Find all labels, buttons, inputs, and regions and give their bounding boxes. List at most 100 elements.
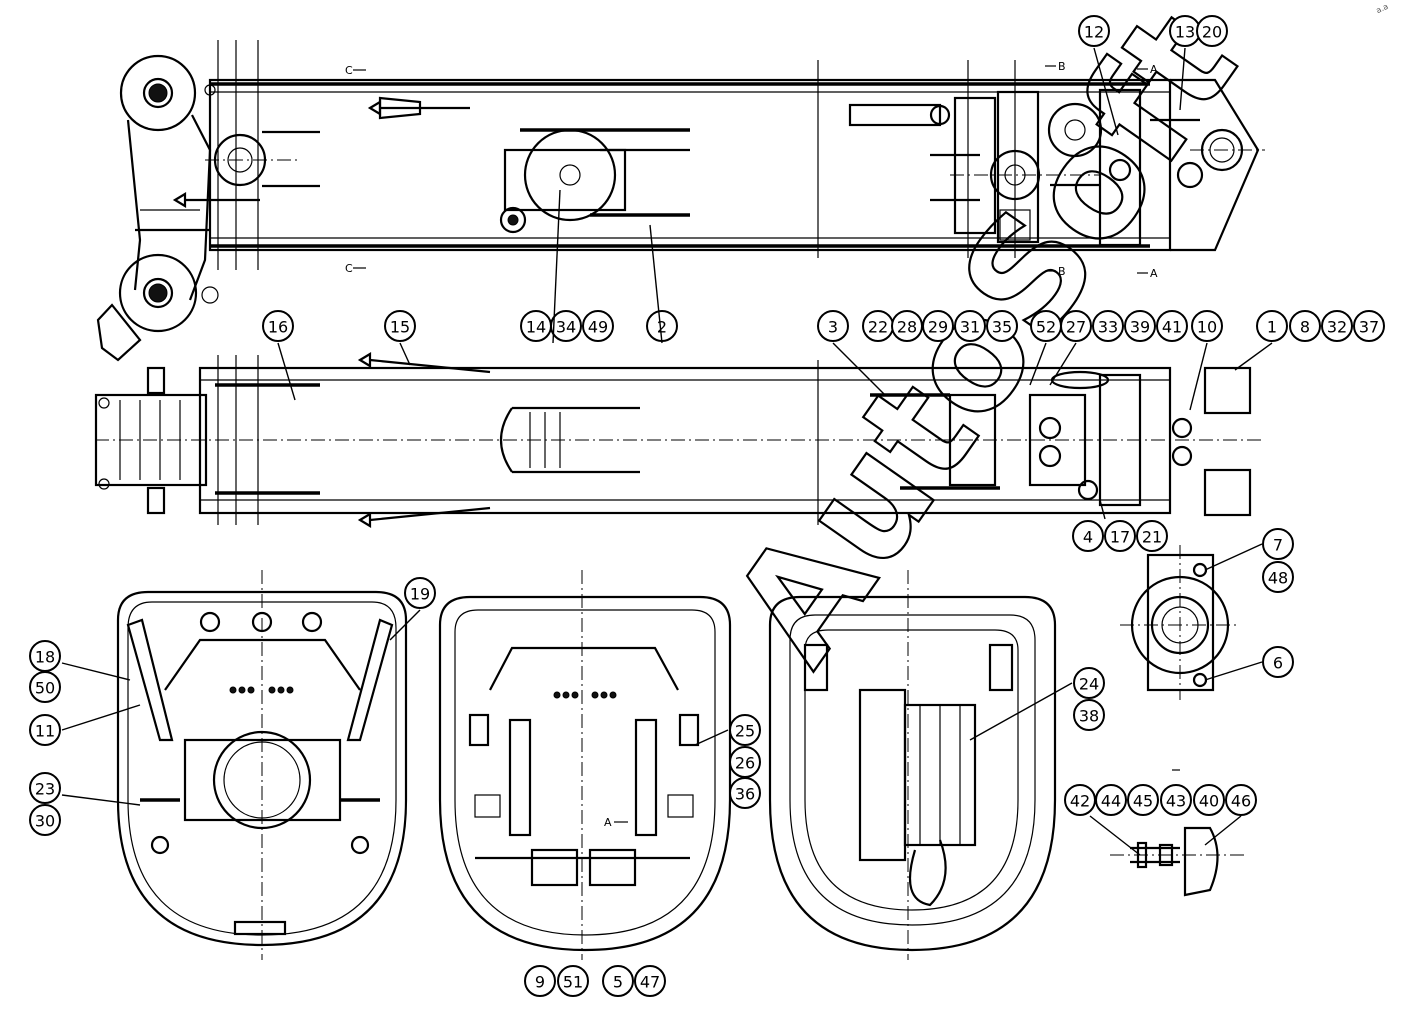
- callout-circle: [29, 671, 61, 703]
- callout-number: 14: [526, 318, 546, 337]
- callout-15: 15: [384, 310, 416, 342]
- callout-number: 10: [1197, 318, 1217, 337]
- section-view-a: [768, 570, 1057, 960]
- callout-circle: [1256, 310, 1288, 342]
- leader-lines: [61, 47, 1273, 856]
- callout-20: 20: [1196, 15, 1228, 47]
- callout-number: 20: [1202, 23, 1222, 42]
- callout-number: 27: [1066, 318, 1086, 337]
- leader-line: [61, 662, 131, 681]
- callout-14: 14: [520, 310, 552, 342]
- callout-9: 9: [524, 965, 556, 997]
- callout-circle: [1060, 310, 1092, 342]
- callout-48: 48: [1262, 561, 1294, 593]
- callout-52: 52: [1030, 310, 1062, 342]
- callout-number: 12: [1084, 23, 1104, 42]
- callout-41: 41: [1156, 310, 1188, 342]
- callout-49: 49: [582, 310, 614, 342]
- leader-line: [1049, 342, 1077, 386]
- leader-line: [969, 682, 1073, 741]
- leader-line: [832, 342, 886, 396]
- callout-23: 23: [29, 772, 61, 804]
- callout-number: 33: [1098, 318, 1118, 337]
- callout-circle: [1104, 520, 1136, 552]
- callout-circle: [602, 965, 634, 997]
- callout-45: 45: [1127, 784, 1159, 816]
- callout-31: 31: [954, 310, 986, 342]
- callout-number: 5: [613, 973, 623, 992]
- section-view-b: A: [438, 570, 732, 960]
- callout-40: 40: [1193, 784, 1225, 816]
- callout-circle: [1127, 784, 1159, 816]
- callout-circle: [1072, 520, 1104, 552]
- callout-number: 40: [1199, 792, 1219, 811]
- leader-line: [552, 189, 561, 344]
- plan-view: [94, 352, 1265, 528]
- callout-circle: [1073, 667, 1105, 699]
- callout-number: 1: [1267, 318, 1277, 337]
- callout-27: 27: [1060, 310, 1092, 342]
- callout-11: 11: [29, 714, 61, 746]
- callout-number: 39: [1130, 318, 1150, 337]
- callout-circle: [550, 310, 582, 342]
- callout-13: 13: [1169, 15, 1201, 47]
- callout-34: 34: [550, 310, 582, 342]
- callout-circle: [1225, 784, 1257, 816]
- callout-29: 29: [922, 310, 954, 342]
- callout-number: 35: [992, 318, 1012, 337]
- callout-circle: [582, 310, 614, 342]
- callout-number: 50: [35, 679, 55, 698]
- callout-number: 42: [1070, 792, 1090, 811]
- callout-circle: [1321, 310, 1353, 342]
- view-arrow-label: A: [604, 816, 612, 829]
- section-view-c: [116, 570, 408, 960]
- callout-1: 1: [1256, 310, 1288, 342]
- callout-4: 4: [1072, 520, 1104, 552]
- callout-number: 4: [1083, 528, 1093, 547]
- section-mark-c-top: C: [345, 64, 353, 77]
- callout-16: 16: [262, 310, 294, 342]
- callout-circle: [1353, 310, 1385, 342]
- callout-circle: [1289, 310, 1321, 342]
- callout-19: 19: [404, 577, 436, 609]
- callout-47: 47: [634, 965, 666, 997]
- callout-circle: [1092, 310, 1124, 342]
- callout-number: 43: [1166, 792, 1186, 811]
- callout-circle: [29, 714, 61, 746]
- callout-circle: [1262, 646, 1294, 678]
- flange-detail-view: [1120, 545, 1240, 700]
- callout-32: 32: [1321, 310, 1353, 342]
- callout-3: 3: [817, 310, 849, 342]
- callout-24: 24: [1073, 667, 1105, 699]
- callout-number: 13: [1175, 23, 1195, 42]
- callout-number: 3: [828, 318, 838, 337]
- callout-6: 6: [1262, 646, 1294, 678]
- callout-8: 8: [1289, 310, 1321, 342]
- callout-circle: [1136, 520, 1168, 552]
- callout-number: 11: [35, 722, 55, 741]
- callout-number: 28: [897, 318, 917, 337]
- leader-line: [61, 704, 141, 731]
- callout-number: 22: [868, 318, 888, 337]
- callout-17: 17: [1104, 520, 1136, 552]
- callout-circle: [729, 777, 761, 809]
- leader-line: [1099, 499, 1106, 520]
- callout-circle: [729, 714, 761, 746]
- callout-circle: [1073, 699, 1105, 731]
- callout-circle: [1191, 310, 1223, 342]
- bolt-detail-view: [1110, 769, 1245, 897]
- leader-line: [1179, 47, 1186, 111]
- callout-36: 36: [729, 777, 761, 809]
- callout-number: 17: [1110, 528, 1130, 547]
- section-mark-a-top: A: [1150, 63, 1158, 76]
- callout-number: 26: [735, 754, 755, 773]
- callout-number: 41: [1162, 318, 1182, 337]
- callout-number: 38: [1079, 707, 1099, 726]
- callout-circle: [1078, 15, 1110, 47]
- callout-number: 37: [1359, 318, 1379, 337]
- callout-circle: [262, 310, 294, 342]
- callout-number: 19: [410, 585, 430, 604]
- callout-number: 49: [588, 318, 608, 337]
